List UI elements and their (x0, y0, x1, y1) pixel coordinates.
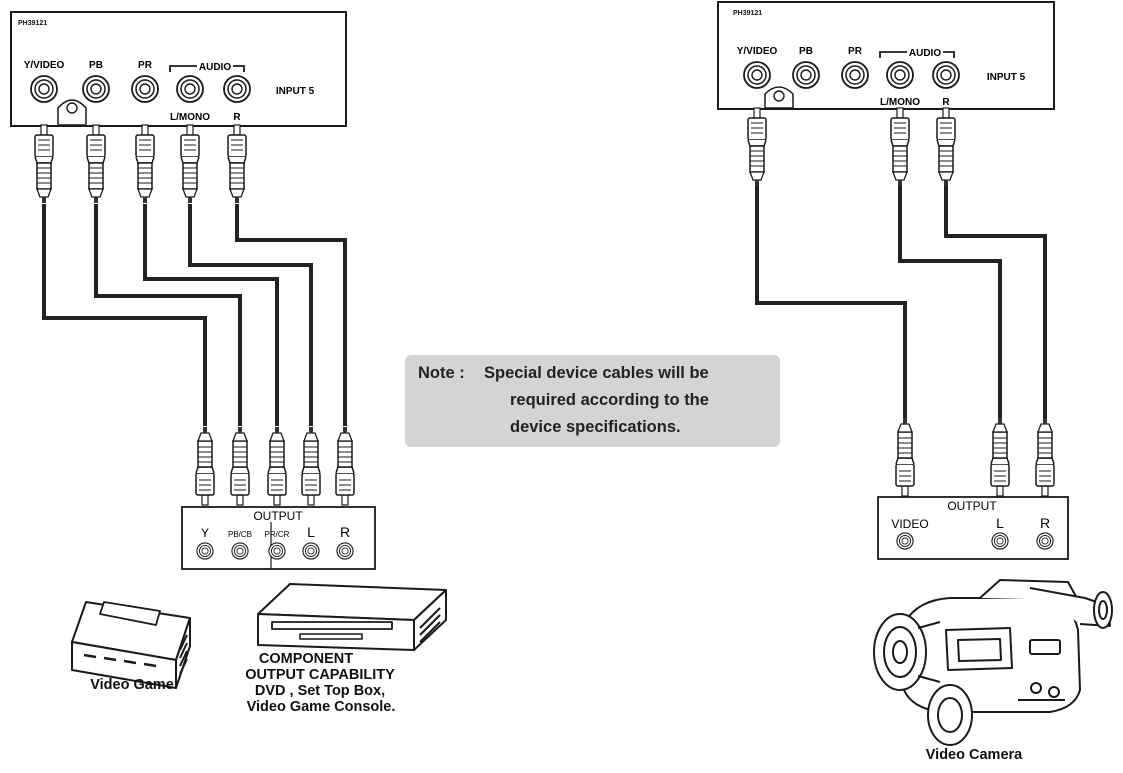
right-cables (755, 186, 1047, 418)
right-label-y-video: Y/VIDEO (737, 46, 778, 57)
right-bottom-plugs (896, 418, 1054, 496)
right-top-plugs (747, 107, 956, 187)
right-jack-y-video[interactable] (743, 61, 771, 89)
right-output-label-r: R (1040, 515, 1050, 531)
left-top-plugs (34, 124, 247, 204)
left-input-label: INPUT 5 (276, 86, 315, 97)
note-line-2: required according to the (510, 391, 709, 409)
right-output-title: OUTPUT (947, 499, 997, 513)
caption-component-line-1: COMPONENT (258, 651, 354, 667)
left-bottom-plugs (196, 427, 354, 505)
caption-video-camera: Video Camera (925, 747, 1023, 763)
left-jack-audio-l[interactable] (176, 75, 204, 103)
right-label-audio: AUDIO (909, 48, 941, 59)
right-input-label: INPUT 5 (987, 72, 1026, 83)
left-label-r: R (233, 112, 241, 123)
left-label-pr: PR (138, 60, 153, 71)
left-label-y-video: Y/VIDEO (24, 60, 65, 71)
left-label-pb: PB (89, 60, 103, 71)
left-cables (42, 204, 347, 426)
left-output-label-pb-cb: PB/CB (228, 530, 252, 539)
left-jack-y-video[interactable] (30, 75, 58, 103)
note-line-1: Special device cables will be (484, 364, 709, 382)
right-input-panel: PH39121 Y/VIDEO PB PR AUDIO L/MONO R INP… (717, 1, 1055, 110)
left-output-label-y: Y (201, 526, 209, 540)
note-line-3: device specifications. (510, 418, 681, 436)
left-label-l-mono: L/MONO (170, 112, 210, 123)
right-panel-model: PH39121 (733, 10, 762, 17)
right-jack-pb[interactable] (792, 61, 820, 89)
left-label-audio: AUDIO (199, 62, 231, 73)
left-jack-audio-r[interactable] (223, 75, 251, 103)
left-output-box: OUTPUT Y PB/CB PR/CR L R (181, 506, 376, 570)
right-output-label-video: VIDEO (891, 517, 928, 531)
component-device (257, 583, 447, 651)
left-output-label-r: R (340, 524, 350, 540)
caption-component-line-4: Video Game Console. (246, 699, 396, 715)
right-output-box: OUTPUT VIDEO L R (877, 496, 1069, 560)
right-label-l-mono: L/MONO (880, 97, 920, 108)
caption-video-game: Video Game (90, 677, 174, 693)
left-jack-pb[interactable] (82, 75, 110, 103)
caption-component-line-2: OUTPUT CAPABILITY (245, 667, 395, 683)
left-output-label-pr-cr: PR/CR (265, 530, 290, 539)
video-camera-device (873, 579, 1113, 746)
caption-component-line-3: DVD , Set Top Box, (254, 683, 386, 699)
left-output-title: OUTPUT (253, 509, 303, 523)
right-jack-audio-r[interactable] (932, 61, 960, 89)
left-panel-model: PH39121 (18, 20, 47, 27)
note-prefix: Note : (418, 364, 465, 382)
note-box (405, 355, 780, 447)
video-game-device (71, 601, 191, 689)
right-jack-audio-l[interactable] (886, 61, 914, 89)
left-output-label-l: L (307, 524, 315, 540)
right-label-pb: PB (799, 46, 813, 57)
right-label-pr: PR (848, 46, 863, 57)
left-input-panel: PH39121 Y/VIDEO PB PR AUDIO L/MONO R INP… (10, 11, 347, 127)
right-output-label-l: L (996, 515, 1004, 531)
right-jack-pr[interactable] (841, 61, 869, 89)
left-jack-pr[interactable] (131, 75, 159, 103)
right-label-r: R (942, 97, 950, 108)
